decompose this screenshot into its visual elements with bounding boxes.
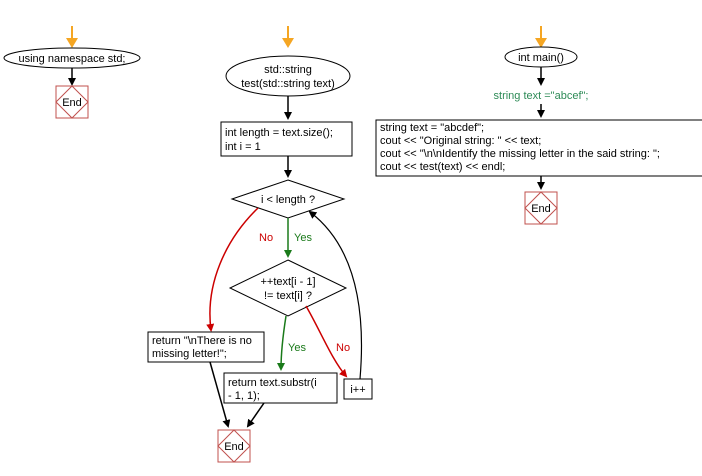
no-connector-1 (206, 207, 259, 332)
end-node-3-label: End (531, 203, 551, 215)
end-node-1-label: End (62, 97, 82, 109)
main-code-line1: string text = "abcdef"; (380, 122, 484, 134)
end-node-2[interactable] (217, 429, 251, 463)
decision-letter-compare[interactable] (228, 259, 348, 317)
return-substr-line2: - 1, 1); (228, 390, 260, 402)
increment-box[interactable] (343, 378, 373, 400)
return-substr-line1: return text.substr(i (228, 377, 317, 389)
connector (246, 402, 265, 428)
yes-label-2: Yes (288, 342, 306, 354)
function-node-line2: test(std::string text) (241, 78, 335, 90)
start-node-main-label: int main() (518, 52, 564, 64)
end-node-3[interactable] (524, 191, 558, 225)
entry-arrow-3 (535, 26, 547, 48)
return-no-missing-line2: missing letter!"; (152, 348, 227, 360)
declaration-label: string text ="abcef"; (494, 90, 589, 102)
no-label-1: No (259, 232, 273, 244)
connector (209, 361, 231, 428)
init-line2: int i = 1 (225, 141, 261, 153)
increment-label: i++ (350, 384, 365, 396)
decision-loop-label: i < length ? (261, 194, 315, 206)
start-node-namespace-label: using namespace std; (18, 53, 125, 65)
yes-connector-2 (277, 315, 287, 371)
entry-arrow-2 (282, 26, 294, 48)
no-connector-2 (305, 305, 348, 378)
main-code-line2: cout << "Original string: " << text; (380, 135, 541, 147)
yes-label-1: Yes (294, 232, 312, 244)
decision-compare-line2: != text[i] ? (264, 290, 312, 302)
main-code-line4: cout << test(text) << endl; (380, 161, 505, 173)
init-process-box[interactable] (220, 121, 353, 157)
return-substr-box[interactable] (223, 372, 338, 404)
init-line1: int length = text.size(); (225, 127, 333, 139)
main-code-box[interactable] (375, 119, 702, 177)
function-node-test[interactable] (225, 55, 351, 97)
loop-back-connector (308, 210, 363, 380)
end-node-1[interactable] (55, 85, 89, 119)
function-node-line1: std::string (264, 64, 312, 76)
end-node-2-label: End (224, 441, 244, 453)
return-no-missing-box[interactable] (147, 331, 265, 363)
decision-compare-line1: ++text[i - 1] (260, 276, 315, 288)
no-label-2: No (336, 342, 350, 354)
return-no-missing-line1: return "\nThere is no (152, 335, 252, 347)
entry-arrow-1 (66, 26, 78, 48)
main-code-line3: cout << "\n\nIdentify the missing letter… (380, 148, 660, 160)
